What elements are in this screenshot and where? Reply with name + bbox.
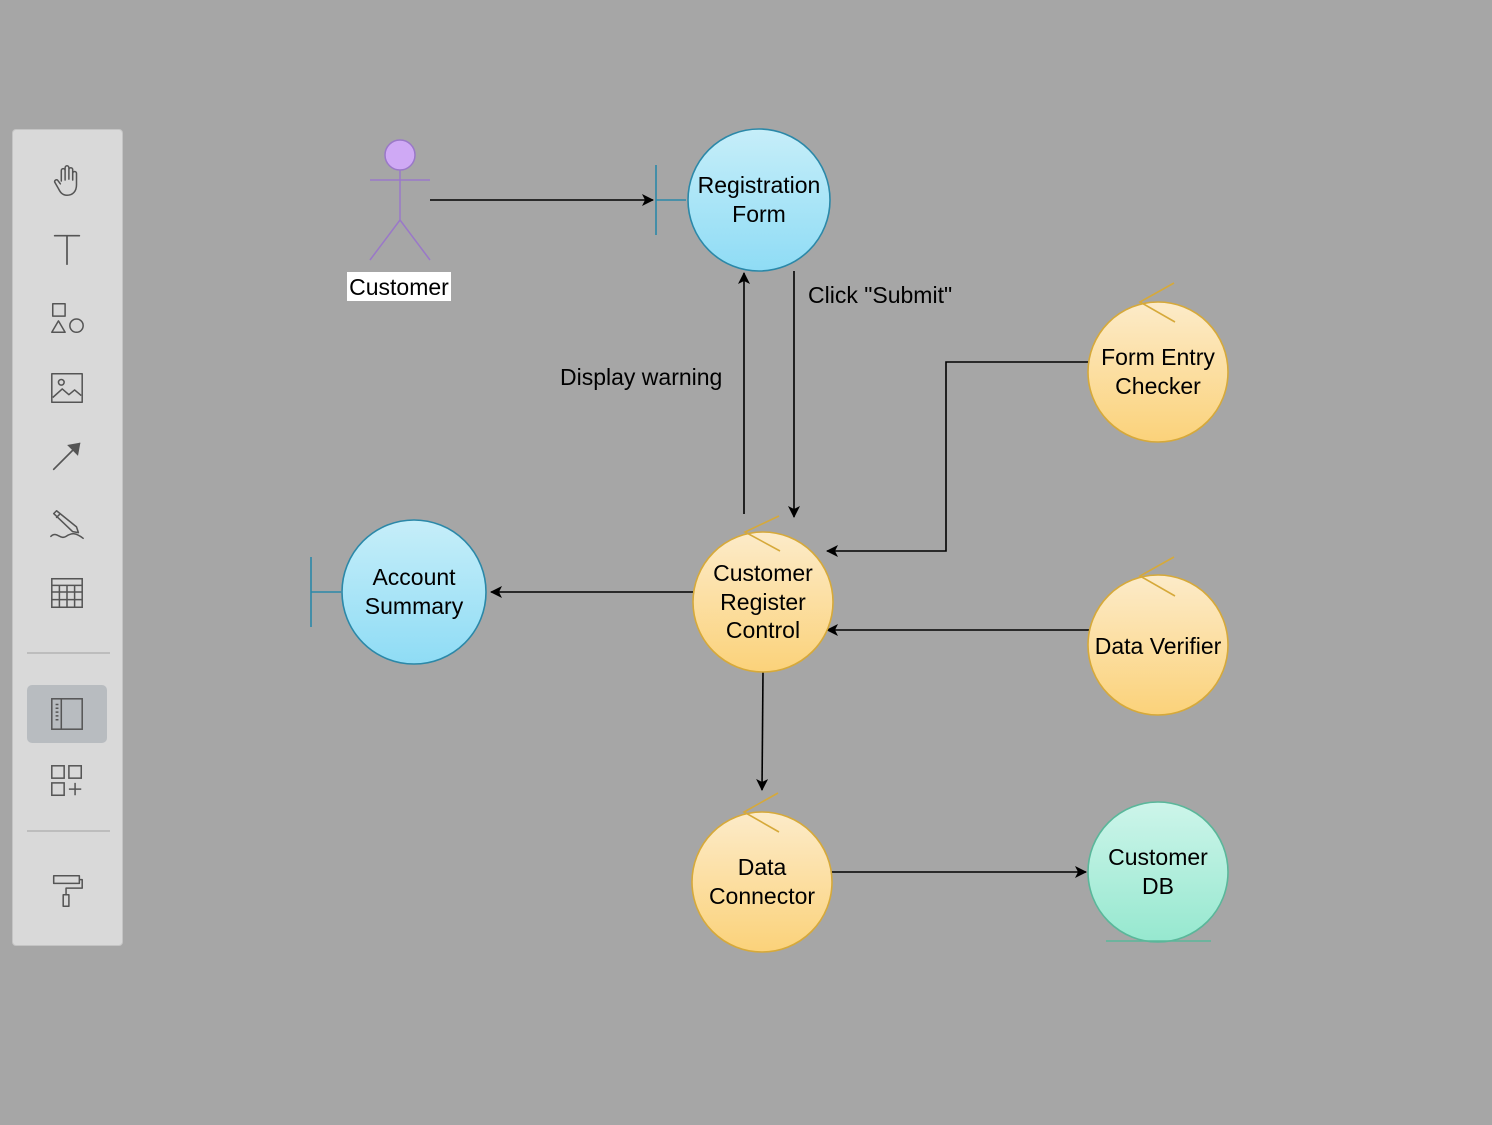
- hand-icon: [53, 165, 78, 197]
- node-registration-form[interactable]: Registration Form: [655, 128, 831, 272]
- shapes-tool[interactable]: [27, 290, 107, 348]
- control-circle: [692, 531, 834, 673]
- pen-icon: [50, 509, 84, 540]
- boundary-circle: [341, 519, 487, 665]
- control-circle: [691, 811, 833, 953]
- control-arrow-marker: [743, 515, 781, 552]
- node-label-line: Registration: [698, 172, 821, 198]
- sidebar-panel-icon: [51, 698, 83, 730]
- control-circle: [1087, 301, 1229, 443]
- text-tool[interactable]: [27, 220, 107, 278]
- node-label-line: Form Entry: [1101, 344, 1215, 370]
- edge-control-to-data-connector[interactable]: [756, 671, 769, 791]
- actor-label-background: [347, 272, 451, 301]
- entity-circle: [1087, 801, 1229, 943]
- node-label-line: Summary: [365, 593, 464, 619]
- node-label-line: Register: [720, 589, 806, 615]
- arrow-icon: [52, 442, 81, 471]
- control-circle: [1087, 574, 1229, 716]
- table-icon: [51, 577, 83, 609]
- toolbar-divider: [27, 652, 110, 654]
- control-arrow-marker: [1138, 282, 1176, 323]
- toolbar-divider: [27, 830, 110, 832]
- image-icon: [51, 372, 83, 404]
- actor-body: [369, 170, 431, 261]
- node-label-line: Account: [372, 564, 456, 590]
- panel-toggle[interactable]: [27, 685, 107, 743]
- node-label-line: Data Verifier: [1095, 633, 1222, 659]
- node-customer-db[interactable]: Customer DB: [1087, 801, 1229, 943]
- node-label-line: DB: [1142, 873, 1174, 899]
- edge-label-warning: Display warning: [560, 364, 722, 390]
- node-label-line: Customer: [1108, 844, 1208, 870]
- table-tool[interactable]: [27, 564, 107, 622]
- paint-roller-icon: [52, 875, 83, 907]
- node-form-entry-checker[interactable]: Form Entry Checker: [1087, 282, 1229, 443]
- node-customer-register-control[interactable]: Customer Register Control: [692, 515, 834, 673]
- node-label-line: Data: [738, 854, 787, 880]
- actor-head: [384, 139, 416, 171]
- text-icon: [53, 234, 81, 266]
- node-label-line: Customer: [713, 560, 813, 586]
- control-arrow-marker: [742, 792, 780, 833]
- left-toolbar: [12, 129, 123, 946]
- shapes-icon: [51, 303, 84, 334]
- node-label-line: Control: [726, 617, 800, 643]
- node-account-summary[interactable]: Account Summary: [310, 519, 487, 665]
- pen-tool[interactable]: [27, 496, 107, 554]
- node-data-verifier[interactable]: Data Verifier: [1087, 556, 1229, 716]
- boundary-marker: [310, 557, 341, 627]
- hand-tool[interactable]: [27, 152, 107, 210]
- add-shapes-icon: [51, 765, 83, 797]
- actor-customer[interactable]: [369, 139, 431, 261]
- edge-form-entry-checker-to-control[interactable]: [826, 361, 1089, 557]
- node-data-connector[interactable]: Data Connector: [691, 792, 833, 953]
- add-shapes[interactable]: [27, 752, 107, 810]
- boundary-circle: [687, 128, 831, 272]
- boundary-marker: [655, 165, 686, 235]
- edge-label-submit: Click "Submit": [808, 282, 952, 308]
- actor-label: Customer: [349, 274, 449, 300]
- arrow-tool[interactable]: [27, 427, 107, 485]
- edges: [430, 194, 1089, 878]
- node-label-line: Checker: [1115, 373, 1201, 399]
- format-painter[interactable]: [27, 862, 107, 920]
- node-label-line: Connector: [709, 883, 815, 909]
- control-arrow-marker: [1138, 556, 1176, 597]
- node-label-line: Form: [732, 201, 786, 227]
- image-tool[interactable]: [27, 359, 107, 417]
